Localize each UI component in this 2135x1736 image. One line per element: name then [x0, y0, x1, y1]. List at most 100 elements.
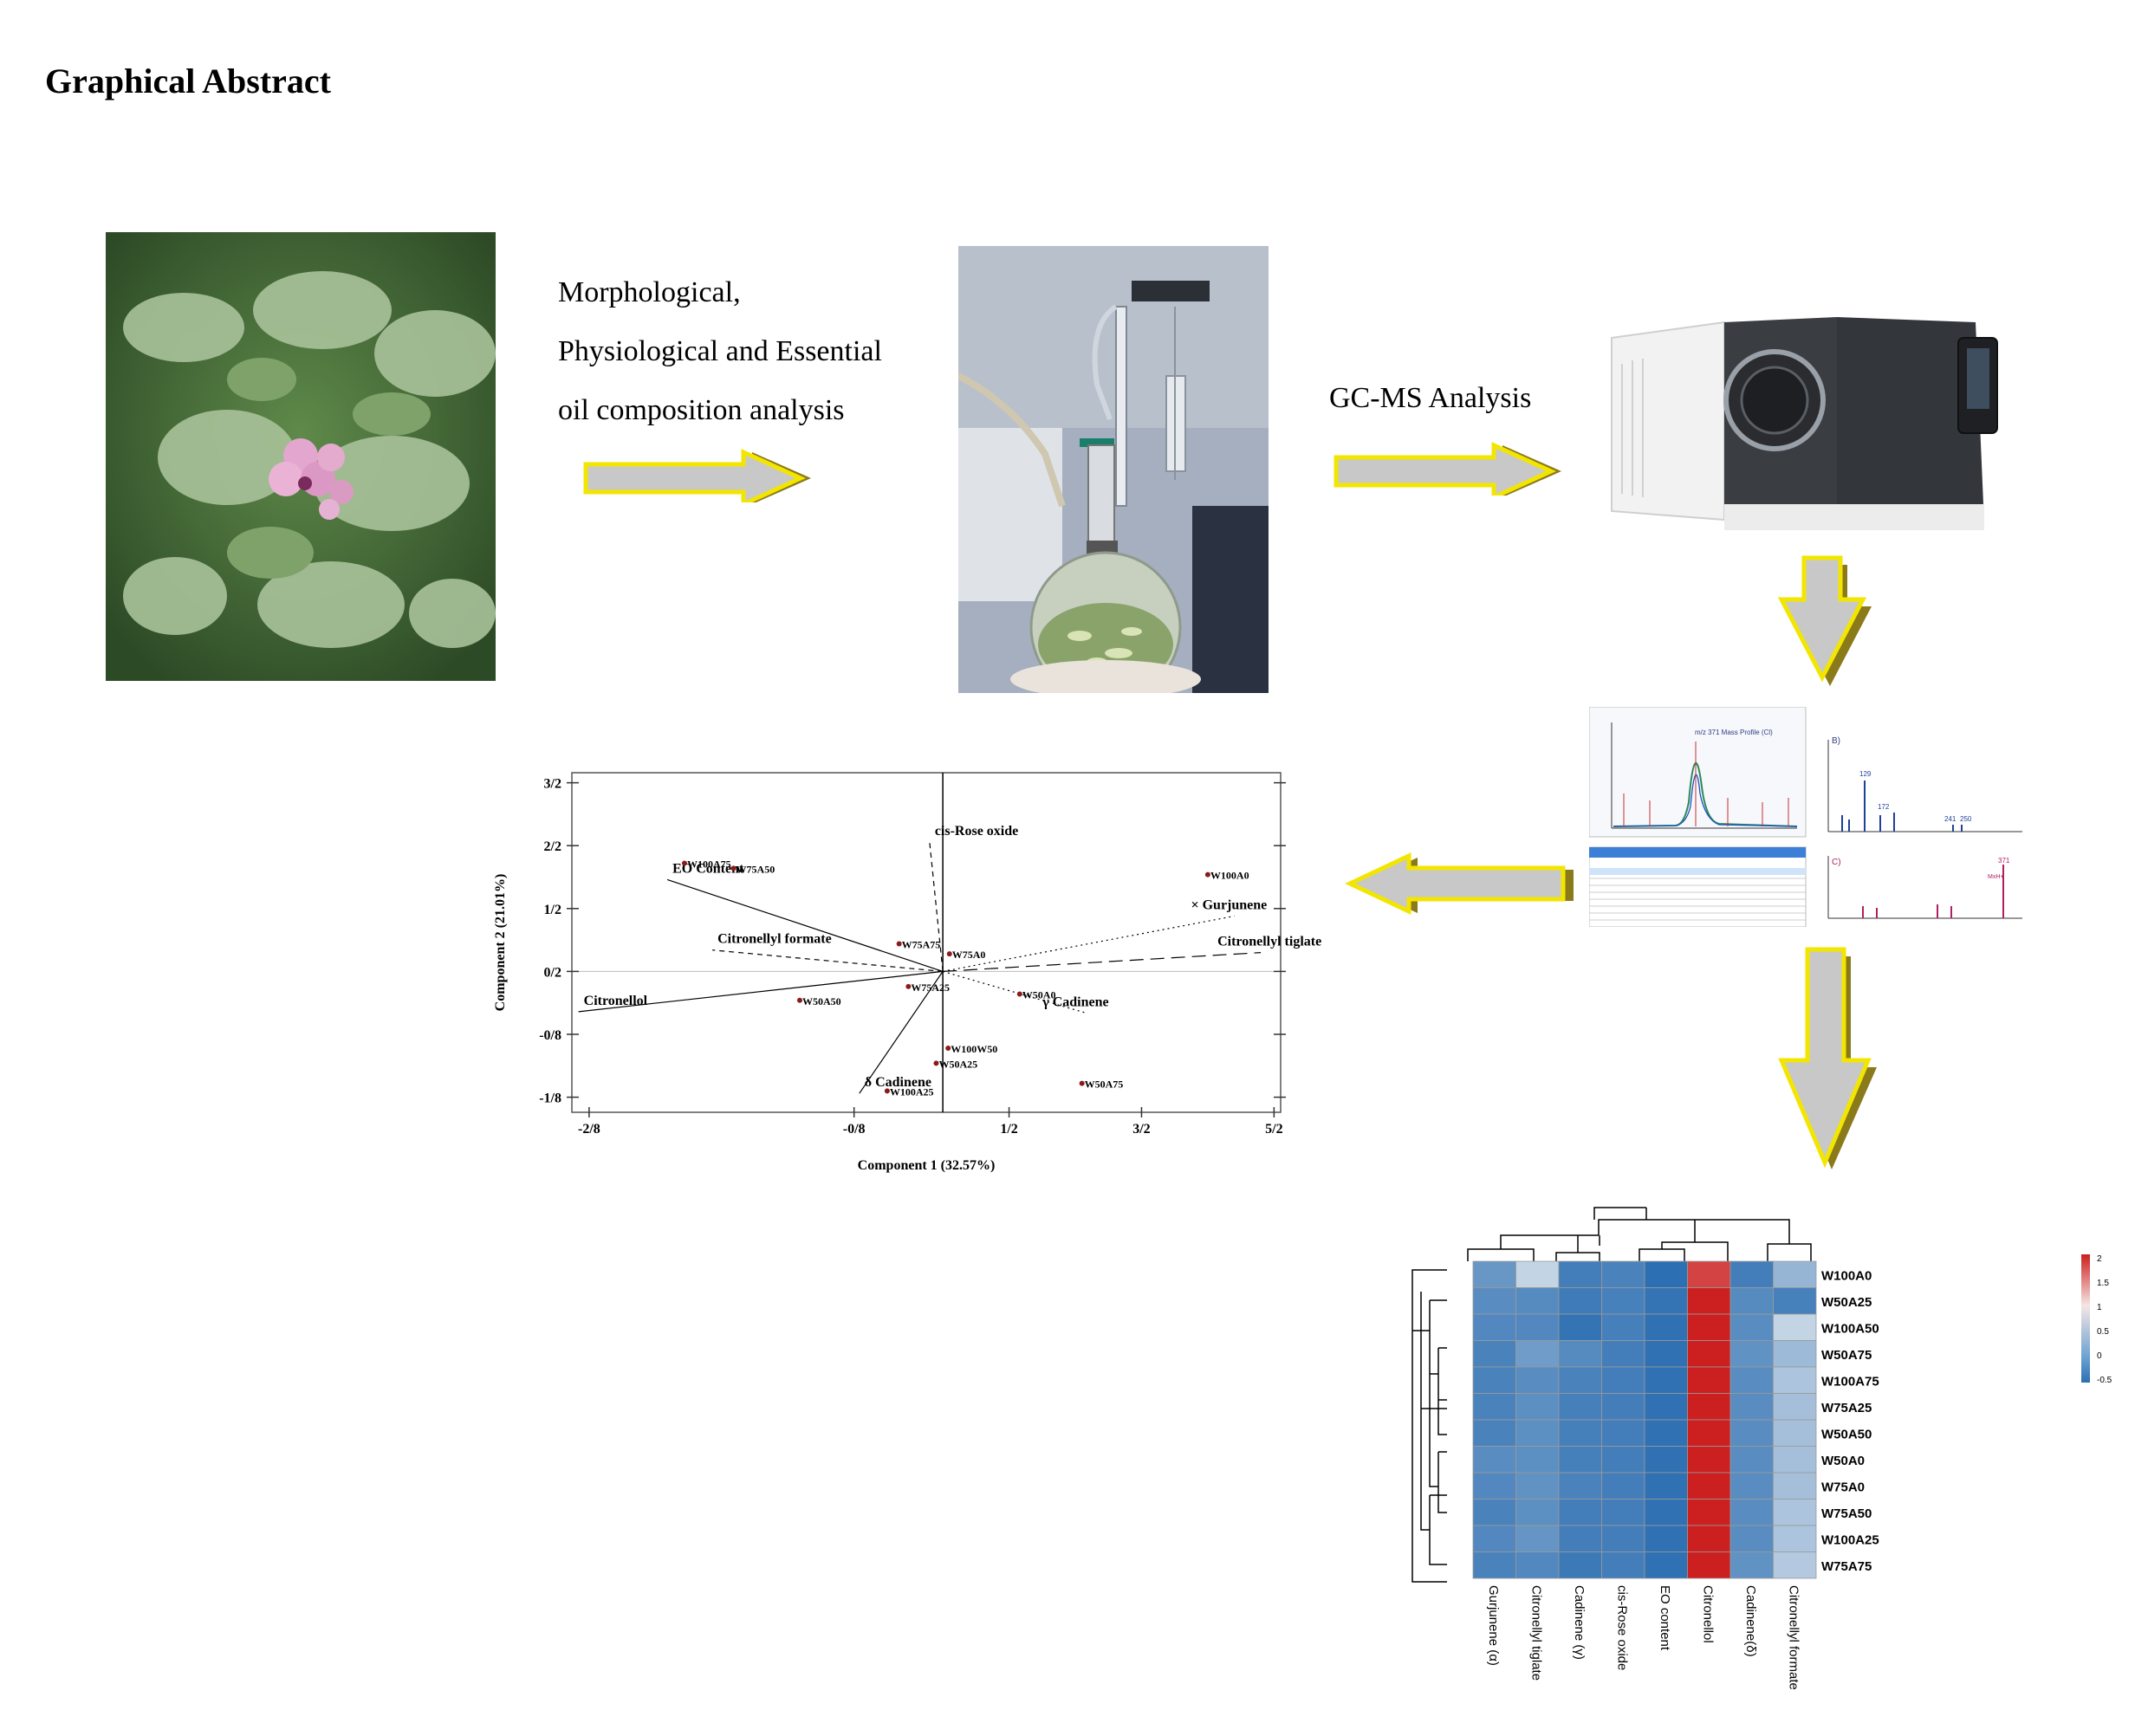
pca-loading-label: Citronellol — [584, 994, 648, 1008]
step-text-line-1: Morphological, — [558, 276, 741, 308]
color-scale-tick-label: 1.5 — [2097, 1279, 2109, 1288]
heatmap-column-label: Gurjunene (α) — [1486, 1585, 1501, 1666]
heatmap-row-label: W75A75 — [1821, 1559, 1872, 1574]
hydrodistillation-apparatus-photo — [958, 246, 1269, 693]
heatmap-row-label: W50A25 — [1821, 1295, 1872, 1310]
heatmap-cell — [1472, 1340, 1516, 1368]
geranium-plant-photo — [106, 232, 496, 681]
heatmap-cell — [1687, 1551, 1731, 1579]
heatmap-cell — [1773, 1287, 1817, 1315]
heatmap-cell — [1558, 1499, 1602, 1526]
spectrum-b-peak: 129 — [1859, 770, 1872, 778]
heatmap-cell — [1515, 1313, 1560, 1341]
pca-loading-label: γ Cadinene — [1042, 994, 1108, 1009]
spectrum-c-label: C) — [1832, 858, 1841, 867]
heatmap-cell — [1558, 1551, 1602, 1579]
heatmap-cell — [1472, 1551, 1516, 1579]
pca-x-tick-label: 3/2 — [1132, 1122, 1150, 1137]
heatmap-cell — [1472, 1366, 1516, 1394]
heatmap-cell — [1729, 1525, 1774, 1552]
pca-loading-label: cis-Rose oxide — [935, 824, 1018, 839]
heatmap-cell — [1558, 1260, 1602, 1288]
pca-loading-vector — [929, 841, 944, 972]
heatmap-row-label: W50A75 — [1821, 1348, 1872, 1363]
heatmap-cell — [1472, 1260, 1516, 1288]
pca-point-label: W50A25 — [938, 1058, 977, 1070]
heatmap-cell — [1644, 1419, 1688, 1447]
heatmap-column-label: Cadinene (γ) — [1572, 1585, 1587, 1660]
heatmap-cell — [1729, 1366, 1774, 1394]
heatmap-cell — [1773, 1472, 1817, 1500]
heatmap-cell — [1644, 1525, 1688, 1552]
heatmap-cell — [1773, 1313, 1817, 1341]
heatmap-cell — [1687, 1525, 1731, 1552]
heatmap-cell — [1644, 1313, 1688, 1341]
heatmap-chart: W100A0W50A25W100A50W50A75W100A75W75A25W5… — [1404, 1201, 2135, 1691]
pca-loading-vector — [578, 970, 944, 1013]
pca-loading-vector — [942, 970, 1087, 1014]
heatmap-cell — [1644, 1287, 1688, 1315]
heatmap-cell — [1773, 1499, 1817, 1526]
pca-point-label: W100W50 — [951, 1043, 997, 1055]
pca-loading-vector — [712, 949, 944, 972]
heatmap-column-label: Citronellyl tiglate — [1528, 1585, 1543, 1681]
heatmap-cell — [1601, 1551, 1645, 1579]
heatmap-cell — [1687, 1446, 1731, 1474]
heatmap-cell — [1729, 1287, 1774, 1315]
spectrum-b-label: B) — [1832, 736, 1840, 746]
heatmap-cell — [1644, 1393, 1688, 1421]
heatmap-cell — [1601, 1472, 1645, 1500]
pca-loading-label: × Gurjunene — [1191, 898, 1267, 913]
pca-point — [896, 941, 902, 947]
heatmap-cell — [1515, 1287, 1560, 1315]
pca-point — [945, 1045, 951, 1051]
chromatogram-title: m/z 371 Mass Profile (Cl) — [1695, 729, 1773, 736]
heatmap-cell — [1773, 1419, 1817, 1447]
heatmap-cell — [1773, 1525, 1817, 1552]
heatmap-cell — [1601, 1499, 1645, 1526]
color-scale-tick-label: 0 — [2097, 1351, 2102, 1361]
pca-y-tick-label: 0/2 — [544, 965, 561, 980]
left-arrow-icon — [1345, 852, 1574, 915]
heatmap-cell — [1558, 1340, 1602, 1368]
heatmap-cell — [1601, 1525, 1645, 1552]
pca-point — [884, 1088, 890, 1094]
heatmap-cell — [1515, 1340, 1560, 1368]
pca-y-axis-title: Component 2 (21.01%) — [493, 874, 508, 1012]
heatmap-cell — [1515, 1525, 1560, 1552]
pca-point-label: W100A25 — [890, 1085, 934, 1098]
heatmap-cell — [1687, 1419, 1731, 1447]
heatmap-cell — [1515, 1446, 1560, 1474]
down-arrow-icon — [1778, 947, 1877, 1169]
pca-y-tick-label: -0/8 — [539, 1028, 561, 1043]
heatmap-cell — [1515, 1393, 1560, 1421]
heatmap-cell — [1515, 1260, 1560, 1288]
heatmap-cell — [1644, 1260, 1688, 1288]
heatmap-cell — [1773, 1551, 1817, 1579]
right-arrow-icon — [583, 449, 811, 502]
pca-point — [796, 997, 802, 1003]
heatmap-cell — [1687, 1393, 1731, 1421]
step-text-gcms: GC-MS Analysis — [1329, 382, 1532, 414]
heatmap-cell — [1558, 1446, 1602, 1474]
pca-y-tick-label: -1/8 — [539, 1091, 561, 1106]
heatmap-cell — [1644, 1366, 1688, 1394]
heatmap-cell — [1687, 1340, 1731, 1368]
heatmap-cell — [1644, 1446, 1688, 1474]
pca-point-label: W75A25 — [911, 981, 950, 994]
pca-point — [730, 865, 737, 871]
heatmap-cell — [1601, 1393, 1645, 1421]
heatmap-cell — [1558, 1366, 1602, 1394]
heatmap-cell — [1773, 1446, 1817, 1474]
heatmap-cell — [1644, 1551, 1688, 1579]
pca-loading-label: Citronellyl tiglate — [1217, 935, 1321, 949]
pca-point — [1204, 871, 1210, 878]
pca-point-label: W100A75 — [687, 858, 731, 871]
heatmap-cell — [1472, 1499, 1516, 1526]
pca-point — [946, 951, 952, 957]
heatmap-cell — [1687, 1313, 1731, 1341]
color-scale-tick-label: 0.5 — [2097, 1327, 2109, 1337]
heatmap-column-label: Citronellol — [1700, 1585, 1715, 1643]
heatmap-cell — [1729, 1419, 1774, 1447]
